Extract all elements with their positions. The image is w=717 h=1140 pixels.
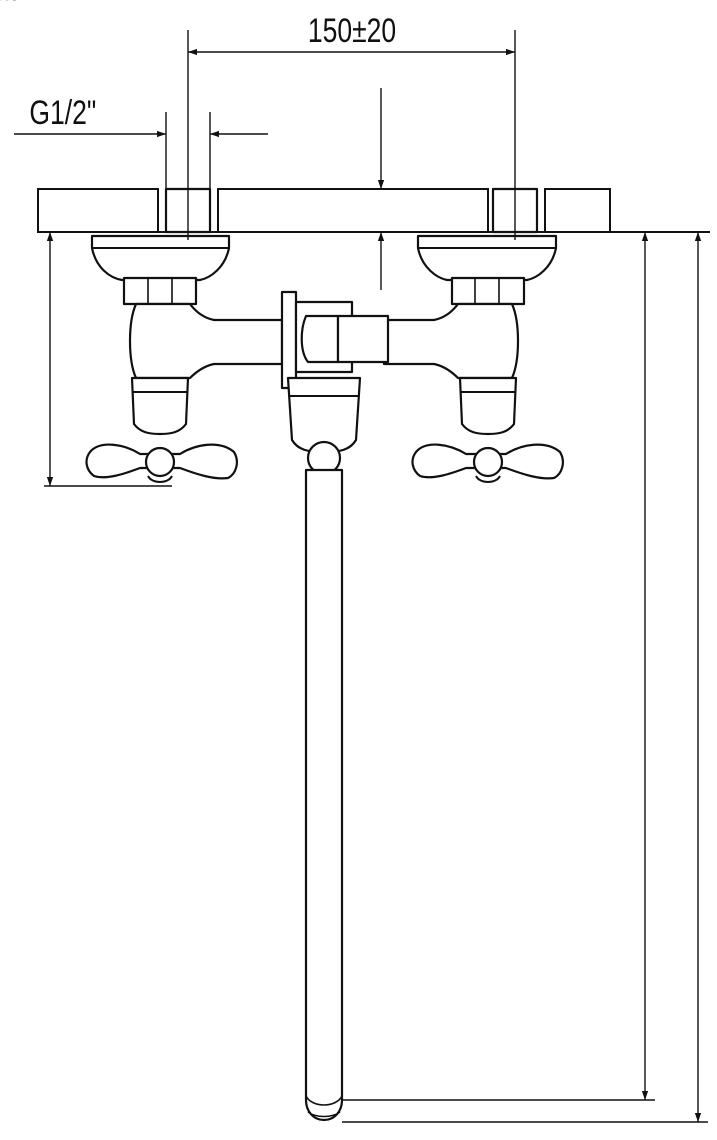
wall-projection-label: 20	[0, 0, 15, 8]
dimension-lines	[14, 30, 708, 1123]
inlet-spacing-label: 150±20	[308, 12, 396, 50]
wall-section	[37, 187, 710, 234]
right-cross-handle	[411, 443, 564, 483]
body-height-label: 117	[0, 0, 21, 8]
spout-length-label: 400	[0, 0, 22, 8]
faucet-body	[85, 234, 564, 1122]
left-cross-handle	[85, 443, 238, 483]
overall-length-label: 410	[0, 0, 22, 8]
thread-size-label: G1/2"	[29, 94, 96, 132]
